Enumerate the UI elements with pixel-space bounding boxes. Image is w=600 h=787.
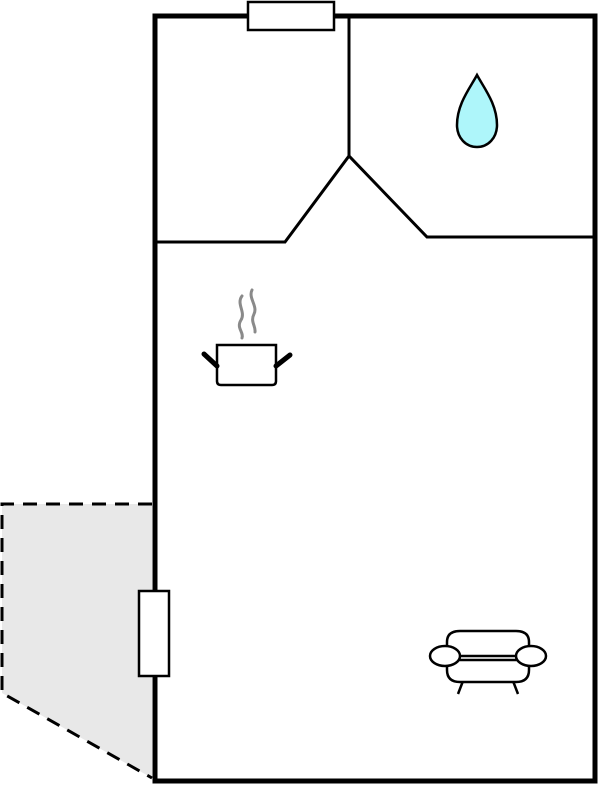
door-terrace [137, 589, 171, 678]
wall-angled [157, 153, 595, 244]
sofa-back [445, 629, 531, 658]
pot-body [215, 343, 278, 387]
terrace-area [2, 504, 152, 778]
pot-handle-right [273, 352, 293, 369]
sofa-seat [445, 658, 531, 684]
steam-icon [237, 294, 244, 340]
interior-walls [157, 16, 595, 244]
window-top [246, 0, 336, 32]
terrace [0, 502, 153, 780]
pot-handle-left [201, 351, 220, 369]
outer-walls [152, 13, 598, 784]
sofa-arm-left [428, 644, 462, 668]
cooking-pot-icon [201, 288, 293, 387]
sofa-arm-right [514, 644, 548, 668]
terrace-boundary [0, 502, 153, 780]
steam-icon [249, 288, 257, 334]
sofa-icon [428, 629, 548, 695]
water-drop-icon [455, 72, 499, 149]
